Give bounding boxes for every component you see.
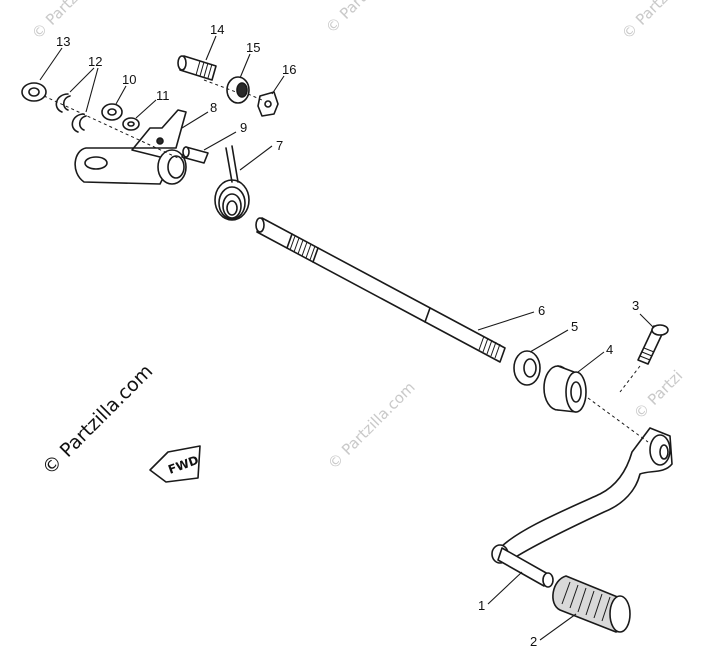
callout-13: 13 xyxy=(56,34,70,49)
shift-pedal-lever xyxy=(491,427,673,564)
watermark-right: © Partzi xyxy=(630,367,686,423)
shift-peg xyxy=(497,547,554,588)
bolt-3 xyxy=(637,324,669,365)
callout-12: 12 xyxy=(88,54,102,69)
shift-arm xyxy=(74,109,187,185)
shift-shaft xyxy=(255,217,506,363)
callout-9: 9 xyxy=(240,120,247,135)
callout-16: 16 xyxy=(282,62,296,77)
callout-14: 14 xyxy=(210,22,224,37)
plate-16 xyxy=(257,91,279,117)
bolt-14 xyxy=(177,55,217,81)
callout-15: 15 xyxy=(246,40,260,55)
watermark-center: © Partzilla.com xyxy=(324,378,419,473)
callout-6: 6 xyxy=(538,303,545,318)
washer-13 xyxy=(21,82,47,102)
alignment-lines xyxy=(43,79,649,443)
callout-8: 8 xyxy=(210,100,217,115)
callouts: 1 2 3 4 5 6 7 8 9 10 11 12 13 14 15 16 xyxy=(39,22,655,649)
callout-11: 11 xyxy=(156,88,170,103)
callout-3: 3 xyxy=(632,298,639,313)
pin xyxy=(181,146,209,164)
circlips-12 xyxy=(55,93,87,133)
callout-10: 10 xyxy=(122,72,136,87)
watermark-top-right: © Partzi xyxy=(618,0,674,43)
watermark-left: © Partzilla.com xyxy=(38,360,157,479)
return-spring xyxy=(214,145,250,221)
callout-1: 1 xyxy=(478,598,485,613)
fwd-direction-tag: FWD xyxy=(149,445,201,483)
washer-5 xyxy=(513,350,541,386)
washer-11 xyxy=(122,117,140,131)
shift-pedal-rubber xyxy=(552,575,631,633)
seal-4 xyxy=(543,365,587,413)
nut-10 xyxy=(101,103,123,121)
callout-4: 4 xyxy=(606,342,613,357)
collar-15 xyxy=(226,76,250,104)
callout-2: 2 xyxy=(530,634,537,649)
watermark-top-center: © Partzi xyxy=(322,0,378,37)
callout-5: 5 xyxy=(571,319,578,334)
callout-7: 7 xyxy=(276,138,283,153)
